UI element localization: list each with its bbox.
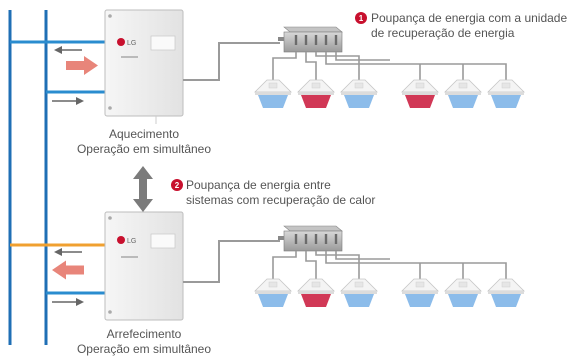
heat-flow-arrow-icon (66, 56, 98, 75)
cool-flow-arrow-icon (52, 260, 84, 280)
indoor-unit-cooling (340, 79, 378, 108)
note-1-badge: 1 (359, 14, 364, 23)
bottom-outdoor-unit-group: LG (10, 211, 280, 321)
bottom-unit-logo-text: LG (127, 238, 136, 245)
bottom-unit-caption-line1: Arrefecimento (106, 327, 182, 341)
indoor-unit-cooling (254, 278, 292, 307)
double-arrow-vertical-icon (133, 166, 153, 212)
lg-logo-icon (117, 236, 125, 244)
top-unit-caption-line1: Aquecimento (108, 127, 180, 141)
top-outdoor-unit-group: LG (10, 9, 280, 124)
bottom-indoor-system (254, 225, 525, 307)
note-2-line1: Poupança de energia entre (186, 178, 331, 192)
note-1-line1: Poupança de energia com a unidade (371, 11, 568, 25)
flow-arrow-icon (52, 97, 84, 105)
indoor-unit-cooling (444, 278, 482, 307)
note-1-line2: de recuperação de energia (371, 26, 515, 40)
indoor-unit-cooling (254, 79, 292, 108)
indoor-unit-cooling (487, 278, 525, 307)
number-badge-icon: 2 (171, 179, 183, 191)
indoor-unit-cooling (487, 79, 525, 108)
top-unit-logo-text: LG (127, 40, 136, 47)
top-outdoor-unit (104, 9, 184, 117)
indoor-unit-heating (297, 79, 335, 108)
number-badge-icon: 1 (355, 12, 367, 24)
bottom-outdoor-unit (104, 211, 184, 321)
hr-branch-pipes (272, 251, 507, 279)
heat-recovery-box (278, 225, 343, 252)
indoor-unit-cooling (444, 79, 482, 108)
note-2-line2: sistemas com recuperação de calor (186, 193, 376, 207)
indoor-unit-heating (401, 79, 439, 108)
top-indoor-system (254, 26, 525, 108)
bottom-outdoor-to-hr-pipe (183, 240, 280, 283)
top-unit-caption-line2: Operação em simultâneo (76, 142, 212, 156)
indoor-unit-cooling (401, 278, 439, 307)
flow-arrow-icon (54, 248, 82, 256)
heat-recovery-box (278, 26, 343, 53)
note-2-badge: 2 (175, 181, 180, 190)
hr-branch-pipes (272, 52, 507, 80)
indoor-unit-heating (297, 278, 335, 307)
top-outdoor-to-hr-pipe (183, 42, 280, 81)
flow-arrow-icon (54, 46, 82, 54)
bottom-unit-caption-line2: Operação em simultâneo (76, 342, 212, 356)
flow-arrow-icon (52, 298, 84, 306)
lg-logo-icon (117, 38, 125, 46)
indoor-unit-cooling (340, 278, 378, 307)
